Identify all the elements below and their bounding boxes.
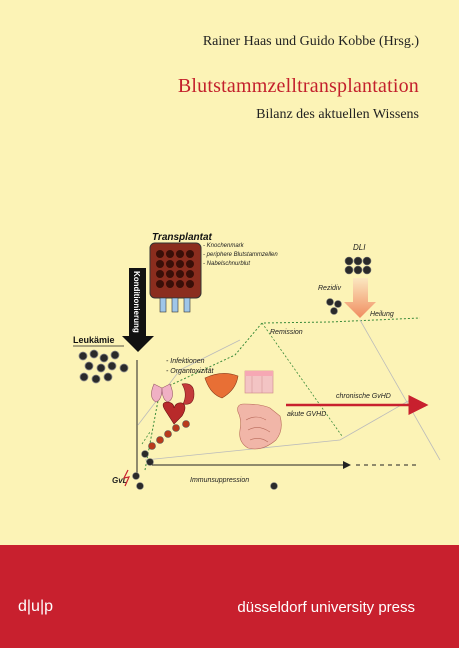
- publisher-band: d|u|p düsseldorf university press: [0, 545, 459, 648]
- source-peripheral-blood: - periphere Blutstammzellen: [203, 252, 278, 258]
- transplant-bag: [149, 242, 202, 313]
- publisher-logo: d|u|p: [18, 598, 54, 615]
- immunosuppression-label: Immunsuppression: [190, 477, 249, 484]
- book-subtitle: Bilanz des aktuellen Wissens: [256, 107, 419, 122]
- dli-label: DLI: [353, 243, 366, 252]
- book-title: Blutstammzelltransplantation: [177, 75, 419, 97]
- lungs-icon: [151, 383, 173, 403]
- remission-line: [144, 317, 421, 471]
- source-bone-marrow: - Knochenmark: [203, 243, 245, 249]
- liver-icon: [204, 373, 239, 399]
- dli-cells: [344, 256, 372, 275]
- leukemia-cells: [78, 349, 129, 384]
- remission-label: Remission: [270, 329, 303, 336]
- acute-gvhd-label: akute GVHD: [287, 411, 326, 418]
- intestine-icon: [237, 403, 282, 450]
- dli-arrow: [344, 278, 376, 318]
- heart-icon: [162, 401, 186, 425]
- complication-organ-toxicity: - Organtoxizität: [166, 368, 215, 375]
- leukemia-label: Leukämie: [73, 335, 115, 345]
- conditioning-label: Konditionierung: [132, 271, 141, 333]
- cover-illustration: Transplantat - Knochenmark - periphere B…: [73, 232, 441, 490]
- gvl-lightning: [122, 469, 131, 487]
- transplant-title: Transplantat: [152, 232, 212, 243]
- authors: Rainer Haas und Guido Kobbe (Hrsg.): [202, 34, 419, 49]
- conditioning-arrow: [122, 268, 154, 352]
- chronic-gvhd-label: chronische GvHD: [336, 393, 391, 400]
- source-cord-blood: - Nabelschnurblut: [203, 261, 250, 267]
- skin-icon: [244, 370, 274, 394]
- gvl-label: GvL: [112, 476, 128, 485]
- publisher-name: düsseldorf university press: [237, 599, 415, 616]
- relapse-label: Rezidiv: [318, 285, 341, 292]
- cure-label: Heilung: [370, 311, 394, 318]
- complication-infections: - Infektionen: [166, 358, 205, 365]
- kidney-icon: [181, 383, 195, 405]
